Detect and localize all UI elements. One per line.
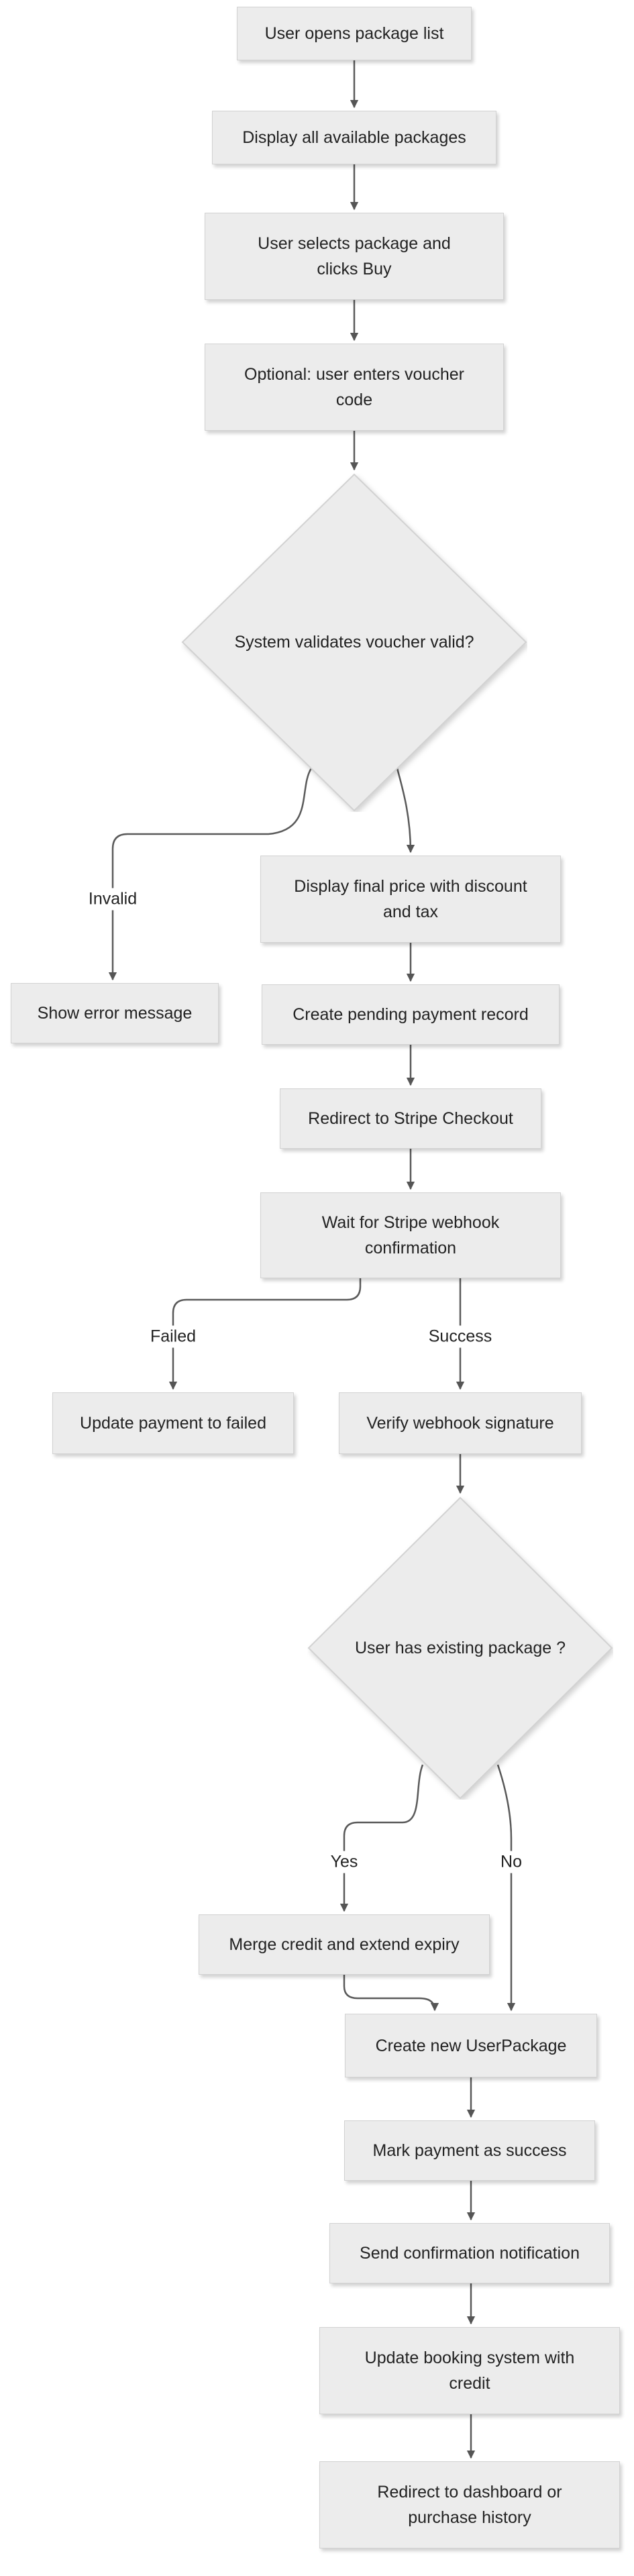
node-show-error: Show error message bbox=[11, 983, 219, 1043]
decision-existing-label: User has existing package ? bbox=[354, 1638, 566, 1657]
decision-existing-package: User has existing package ? bbox=[307, 1496, 613, 1800]
edge-merge-to-create bbox=[343, 1975, 439, 2012]
edge-label-no: No bbox=[496, 1851, 526, 1873]
node-update-booking: Update booking system with credit bbox=[319, 2327, 620, 2414]
node-wait-webhook: Wait for Stripe webhook confirmation bbox=[260, 1192, 561, 1278]
edge-label-yes: Yes bbox=[326, 1851, 362, 1873]
node-update-failed: Update payment to failed bbox=[52, 1392, 294, 1454]
decision-validate-label: System validates voucher valid? bbox=[234, 633, 474, 652]
diamond-shape bbox=[181, 473, 527, 812]
node-send-notification: Send confirmation notification bbox=[329, 2223, 610, 2283]
edge-label-failed: Failed bbox=[146, 1325, 201, 1348]
node-mark-success: Mark payment as success bbox=[344, 2120, 595, 2181]
node-enter-voucher: Optional: user enters voucher code bbox=[205, 344, 504, 431]
edge-validate-to-error bbox=[108, 768, 313, 981]
edge-existing-to-create bbox=[496, 1764, 516, 2012]
node-redirect-stripe: Redirect to Stripe Checkout bbox=[280, 1088, 541, 1149]
edge-existing-to-merge bbox=[339, 1764, 424, 1912]
node-open-list: User opens package list bbox=[237, 7, 472, 60]
edge-label-invalid: Invalid bbox=[84, 888, 142, 911]
decision-validate-voucher: System validates voucher valid? bbox=[181, 473, 527, 812]
node-redirect-dashboard: Redirect to dashboard or purchase histor… bbox=[319, 2461, 620, 2548]
edge-wait-to-failed bbox=[168, 1278, 362, 1390]
node-create-pending: Create pending payment record bbox=[262, 984, 560, 1045]
edge-label-success: Success bbox=[424, 1325, 496, 1348]
node-create-userpackage: Create new UserPackage bbox=[345, 2014, 597, 2077]
node-select-package: User selects package and clicks Buy bbox=[205, 213, 504, 300]
node-display-price: Display final price with discount and ta… bbox=[260, 856, 561, 943]
node-display-packages: Display all available packages bbox=[212, 111, 496, 164]
node-merge-credit: Merge credit and extend expiry bbox=[199, 1914, 490, 1975]
node-verify-signature: Verify webhook signature bbox=[339, 1392, 582, 1454]
diamond-shape bbox=[307, 1496, 613, 1800]
edge-validate-to-price bbox=[396, 768, 415, 854]
